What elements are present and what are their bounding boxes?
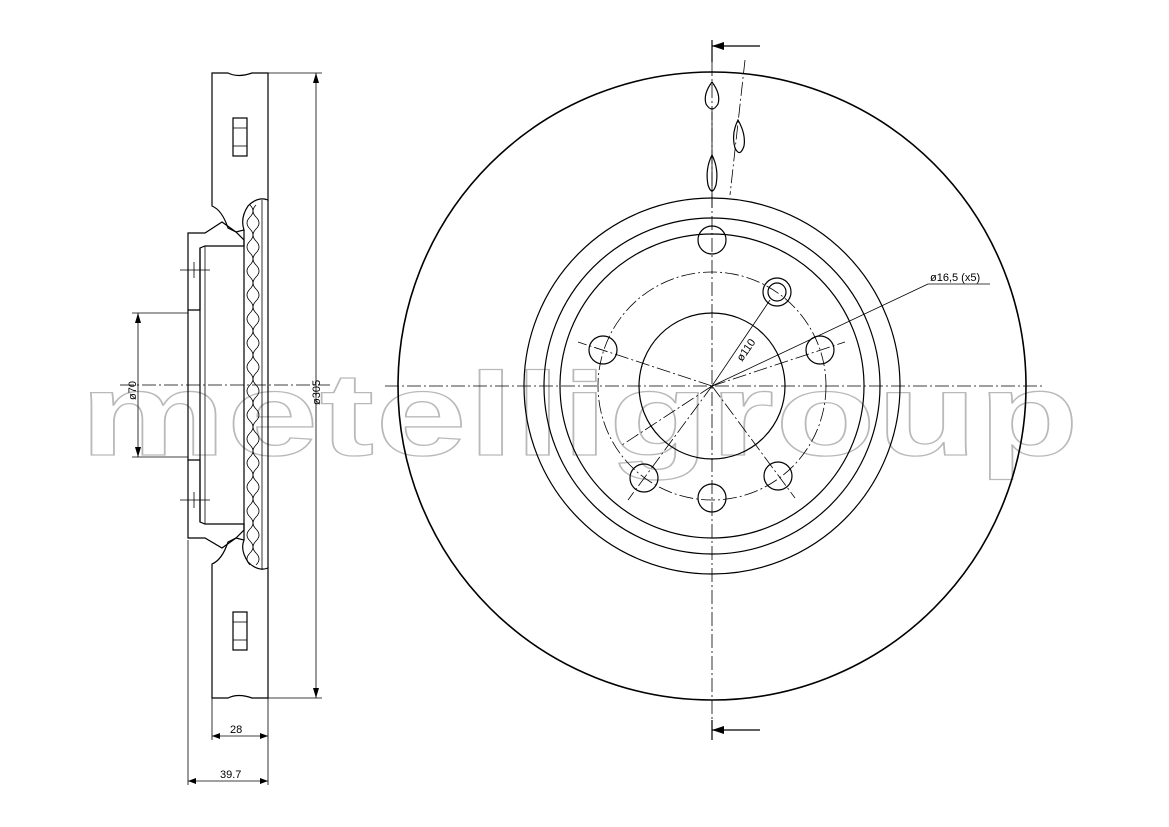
bolt-hole: [629, 463, 659, 493]
bolt-hole: [763, 461, 793, 491]
bolt-hole: [805, 335, 835, 365]
dim-centre-bore: ø70: [127, 381, 139, 400]
wear-slot-lower: [232, 611, 248, 651]
vent-pattern: [246, 204, 254, 566]
bolt-hole: [697, 483, 727, 513]
side-dimensions: ø305 ø70 28 39.7: [127, 72, 323, 785]
bolt-hole-dimensioned: [762, 277, 792, 307]
upper-ring-section: [211, 72, 269, 233]
dim-outer-diameter: ø305: [311, 380, 323, 405]
bolt-hole: [588, 335, 618, 365]
vent-slot: [704, 80, 720, 110]
dim-bolt-holes: ø16,5 (x5): [930, 272, 980, 284]
bolt-hole: [697, 225, 727, 255]
wear-slot-upper: [232, 117, 248, 157]
dim-total-height: 39.7: [220, 769, 241, 781]
watermark: metelligroup: [80, 349, 1080, 481]
dim-thickness: 28: [230, 724, 242, 736]
front-view: ø110 ø16,5 (x5): [385, 40, 1045, 740]
side-section-view: [120, 72, 330, 699]
vent-slot: [732, 118, 745, 154]
hat-upper: [187, 221, 245, 311]
lower-ring-section: [211, 537, 269, 699]
